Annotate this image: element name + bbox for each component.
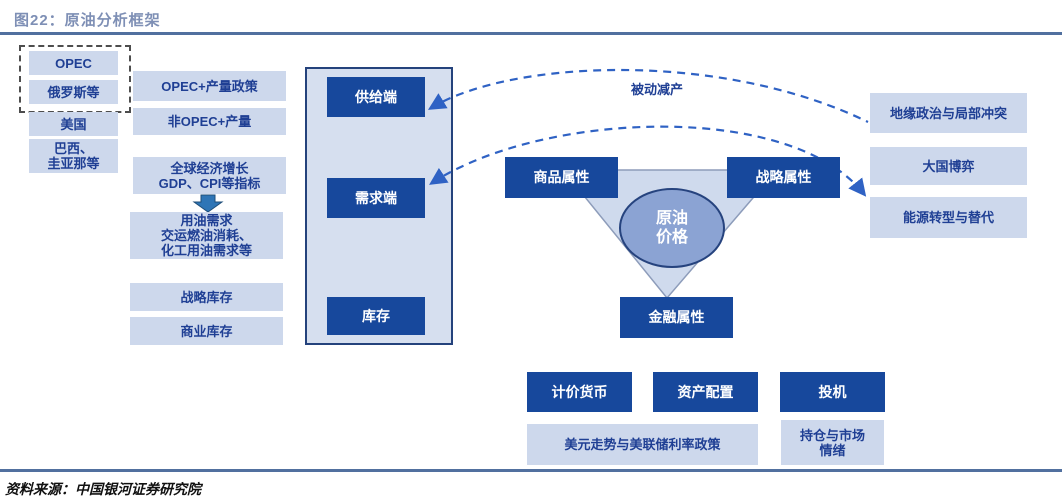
- box-pricing-currency: 计价货币: [527, 372, 632, 412]
- box-global-growth: 全球经济增长 GDP、CPI等指标: [133, 157, 286, 194]
- passive-cut-label: 被动减产: [630, 82, 683, 97]
- box-commodity-attribute: 商品属性: [505, 157, 618, 198]
- box-brazil-guyana: 巴西、 圭亚那等: [29, 139, 118, 173]
- oil-price-label: 原油 价格: [655, 210, 688, 246]
- down-arrow-icon: [192, 194, 224, 213]
- figure-title: 图22：原油分析框架: [14, 12, 161, 29]
- box-oil-demand: 用油需求 交运燃油消耗、 化工用油需求等: [130, 212, 283, 259]
- header-divider: [0, 32, 1062, 35]
- box-supply-side: 供给端: [327, 77, 425, 117]
- passive-cut-arrow: [427, 68, 869, 123]
- box-opec: OPEC: [29, 51, 118, 75]
- box-commercial-inventory: 商业库存: [130, 317, 283, 345]
- box-speculation: 投机: [780, 372, 885, 412]
- box-non-opec-output: 非OPEC+产量: [133, 108, 286, 135]
- box-asset-allocation: 资产配置: [653, 372, 758, 412]
- box-positions-sentiment: 持仓与市场 情绪: [781, 420, 884, 465]
- box-strategic-attribute: 战略属性: [727, 157, 840, 198]
- box-energy-transition: 能源转型与替代: [870, 197, 1027, 238]
- box-geopolitics: 地缘政治与局部冲突: [870, 93, 1027, 133]
- box-usd-fed-policy: 美元走势与美联储利率政策: [527, 424, 758, 465]
- box-strategic-inventory: 战略库存: [130, 283, 283, 311]
- box-financial-attribute: 金融属性: [620, 297, 733, 338]
- footer-divider: [0, 469, 1062, 472]
- box-opec-policy: OPEC+产量政策: [133, 71, 286, 101]
- box-inventory: 库存: [327, 297, 425, 335]
- box-russia: 俄罗斯等: [29, 80, 118, 104]
- box-usa: 美国: [29, 112, 118, 136]
- box-power-game: 大国博弈: [870, 147, 1027, 185]
- source-note: 资料来源：中国银河证券研究院: [5, 483, 201, 498]
- box-demand-side: 需求端: [327, 178, 425, 218]
